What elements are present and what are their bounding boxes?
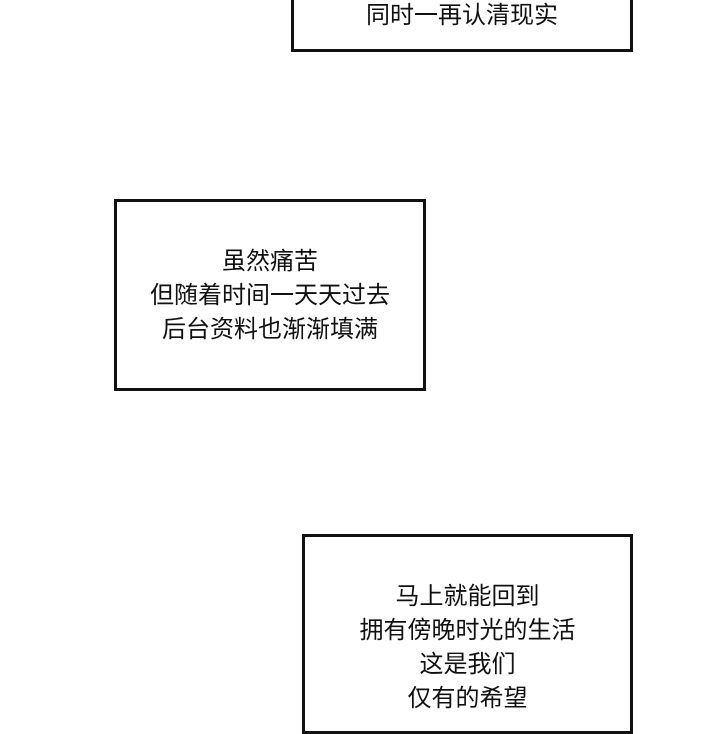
- caption-box-2: 虽然痛苦 但随着时间一天天过去 后台资料也渐渐填满: [114, 199, 426, 391]
- caption-line: 这是我们: [419, 650, 516, 678]
- caption-line: 但随着时间一天天过去: [150, 281, 390, 309]
- caption-line: 后台资料也渐渐填满: [162, 315, 378, 343]
- caption-line: 同时一再认清现实: [366, 1, 558, 29]
- caption-line: 仅有的希望: [407, 684, 528, 712]
- caption-line: 虽然痛苦: [222, 247, 318, 275]
- caption-line: 马上就能回到: [395, 582, 540, 610]
- caption-box-1: 同时一再认清现实: [291, 0, 633, 52]
- caption-line: 拥有傍晚时光的生活: [359, 616, 576, 644]
- caption-box-3: 马上就能回到 拥有傍晚时光的生活 这是我们 仅有的希望: [302, 534, 633, 734]
